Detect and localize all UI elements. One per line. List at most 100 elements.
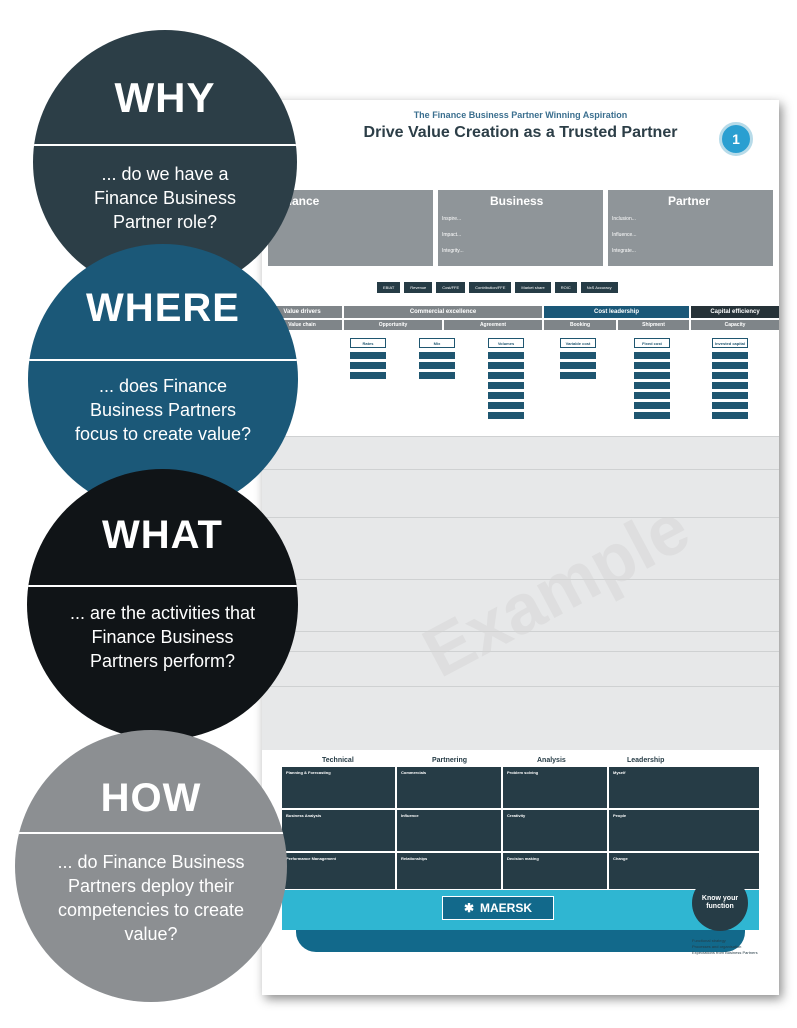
what-divider bbox=[27, 585, 298, 587]
band-capital-efficiency: Capital efficiency bbox=[691, 306, 779, 318]
activity-row bbox=[262, 436, 779, 470]
what-title: WHAT bbox=[102, 513, 223, 557]
driver-chip bbox=[712, 372, 748, 379]
kpi-roic: ROIC bbox=[554, 282, 577, 293]
activity-row bbox=[262, 631, 779, 652]
competency-box-title: Creativity bbox=[507, 813, 526, 818]
partner-label-3: Integrate... bbox=[612, 248, 636, 254]
driver-chip bbox=[634, 352, 670, 359]
where-circle: WHERE ... does Finance Business Partners… bbox=[28, 244, 298, 514]
competency-box-title: Business Analysis bbox=[286, 813, 322, 818]
driver-chip bbox=[488, 382, 524, 389]
activity-row bbox=[262, 579, 779, 632]
how-title: HOW bbox=[100, 776, 202, 820]
driver-col-mix: Mix bbox=[419, 338, 455, 382]
partner-label-2: Influence... bbox=[612, 232, 637, 238]
competency-box: Influence bbox=[397, 810, 501, 851]
driver-chip bbox=[419, 372, 455, 379]
how-text: ... do Finance Business Partners deploy … bbox=[57, 852, 245, 944]
competency-analysis: Analysis bbox=[537, 757, 566, 764]
competency-box: Business Analysis bbox=[282, 810, 395, 851]
band-cost-leadership: Cost leadership bbox=[544, 306, 689, 318]
driver-chip bbox=[419, 352, 455, 359]
know-your-function-legend: Functional strategy Processes and organi… bbox=[692, 938, 758, 956]
driver-chip bbox=[634, 392, 670, 399]
competency-box-title: People bbox=[613, 813, 627, 818]
subband-shipment: Shipment bbox=[618, 320, 689, 330]
activity-grid bbox=[262, 436, 779, 750]
how-divider bbox=[15, 832, 287, 834]
finance-box: Finance bbox=[268, 190, 433, 266]
competencies-section: Technical Partnering Analysis Leadership… bbox=[282, 757, 759, 902]
business-label-3: Integrity... bbox=[442, 248, 464, 254]
poster-title: Drive Value Creation as a Trusted Partne… bbox=[363, 124, 678, 141]
driver-chip bbox=[560, 372, 596, 379]
business-heading: Business bbox=[490, 194, 544, 208]
driver-header-mix: Mix bbox=[419, 338, 455, 348]
where-title: WHERE bbox=[86, 286, 240, 330]
driver-chip bbox=[350, 372, 386, 379]
activity-row bbox=[262, 686, 779, 751]
competency-box-title: Commercials bbox=[401, 770, 427, 775]
competency-technical: Technical bbox=[322, 757, 354, 764]
driver-chip bbox=[560, 352, 596, 359]
driver-chip bbox=[634, 402, 670, 409]
kpi-cost-ffe: Cost/FFE bbox=[436, 282, 466, 293]
what-circle: WHAT ... are the activities that Finance… bbox=[27, 469, 298, 740]
ship-hull-bottom bbox=[296, 930, 745, 952]
driver-chip bbox=[419, 362, 455, 369]
competency-box: Commercials bbox=[397, 767, 501, 808]
subband-value-chain: Value chain bbox=[262, 320, 342, 330]
driver-chip bbox=[712, 392, 748, 399]
business-box: Business Inspire... Impact... Integrity.… bbox=[438, 190, 603, 266]
driver-header-invested-capital: Invested capital bbox=[712, 338, 748, 348]
partner-box: Partner Inclusion... Influence... Integr… bbox=[608, 190, 773, 266]
driver-chip bbox=[488, 372, 524, 379]
where-text: ... does Finance Business Partners focus… bbox=[74, 376, 252, 444]
subband-booking: Booking bbox=[544, 320, 616, 330]
kpi-nxs-accuracy: NxS Accuracy bbox=[580, 282, 618, 293]
driver-chip bbox=[712, 362, 748, 369]
driver-chip bbox=[712, 402, 748, 409]
driver-chip bbox=[488, 402, 524, 409]
how-circle: HOW ... do Finance Business Partners dep… bbox=[15, 730, 287, 1002]
legend-item: Expectations from Business Partners bbox=[692, 950, 758, 955]
competency-box-title: Performance Management bbox=[286, 856, 337, 861]
driver-chip bbox=[712, 412, 748, 419]
activity-row bbox=[262, 469, 779, 518]
driver-chip bbox=[488, 392, 524, 399]
driver-col-rates: Rates bbox=[350, 338, 386, 382]
driver-col-volumes: Volumes bbox=[488, 338, 524, 422]
driver-header-fixed-cost: Fixed cost bbox=[634, 338, 670, 348]
driver-chip bbox=[488, 352, 524, 359]
legend-item: Processes and organisation bbox=[692, 944, 742, 949]
business-label-1: Inspire... bbox=[442, 216, 462, 222]
kpi-contribution-ffe: Contribution/FFE bbox=[469, 282, 512, 293]
activity-row bbox=[262, 517, 779, 580]
why-text: ... do we have a Finance Business Partne… bbox=[93, 164, 237, 232]
driver-chip bbox=[634, 372, 670, 379]
competency-box-title: Change bbox=[613, 856, 628, 861]
driver-col-variable-cost: Variable cost bbox=[560, 338, 596, 382]
competency-leadership: Leadership bbox=[627, 757, 665, 764]
driver-chip bbox=[634, 412, 670, 419]
what-text: ... are the activities that Finance Busi… bbox=[69, 603, 256, 671]
subband-agreement: Agreement bbox=[444, 320, 542, 330]
why-divider bbox=[33, 144, 297, 146]
know-your-function-badge: Know your function bbox=[692, 875, 748, 931]
driver-chip bbox=[712, 352, 748, 359]
subband-opportunity: Opportunity bbox=[344, 320, 442, 330]
partner-label-1: Inclusion... bbox=[612, 216, 636, 222]
competency-partnering: Partnering bbox=[432, 757, 468, 764]
driver-header-rates: Rates bbox=[350, 338, 386, 348]
kpi-revenue: Revenue bbox=[404, 282, 433, 293]
driver-header-variable-cost: Variable cost bbox=[560, 338, 596, 348]
subband-capacity: Capacity bbox=[691, 320, 779, 330]
competency-box-title: Relationships bbox=[401, 856, 428, 861]
competency-box: Relationships bbox=[397, 853, 501, 889]
driver-chip bbox=[634, 382, 670, 389]
driver-header-volumes: Volumes bbox=[488, 338, 524, 348]
star-icon: ✱ bbox=[463, 901, 475, 915]
driver-chip bbox=[350, 362, 386, 369]
competency-box: Decision making bbox=[503, 853, 607, 889]
